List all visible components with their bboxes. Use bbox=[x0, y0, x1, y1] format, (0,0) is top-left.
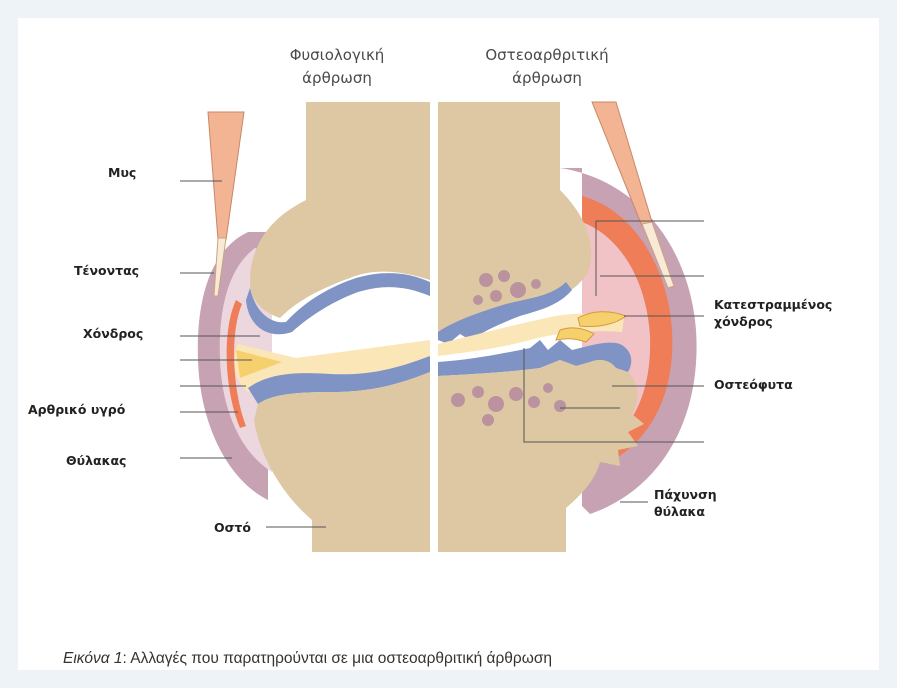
header-osteo-line2: άρθρωση bbox=[462, 67, 632, 90]
osteo-femur bbox=[438, 102, 591, 332]
label-thickened-capsule-line2: θύλακα bbox=[654, 503, 717, 520]
header-normal-line1: Φυσιολογική bbox=[262, 44, 412, 67]
label-damaged-cartilage: Κατεστραμμένος χόνδρος bbox=[714, 296, 832, 330]
normal-joint bbox=[198, 102, 430, 552]
header-osteo-line1: Οστεοαρθριτική bbox=[462, 44, 632, 67]
label-cartilage: Χόνδρος bbox=[83, 325, 143, 342]
label-synovial-fluid: Αρθρικό υγρό bbox=[28, 401, 125, 418]
label-thickened-capsule: Πάχυνση θύλακα bbox=[654, 486, 717, 520]
label-damaged-cartilage-line2: χόνδρος bbox=[714, 313, 832, 330]
osteo-tibia bbox=[438, 360, 644, 552]
header-normal: Φυσιολογική άρθρωση bbox=[262, 44, 412, 90]
label-bone: Οστό bbox=[214, 519, 251, 536]
center-divider bbox=[430, 96, 438, 556]
normal-tibia bbox=[254, 372, 430, 552]
figure-caption: Εικόνα 1: Αλλαγές που παρατηρούνται σε μ… bbox=[63, 650, 552, 668]
label-tendon: Τένοντας bbox=[74, 262, 139, 279]
header-normal-line2: άρθρωση bbox=[262, 67, 412, 90]
label-osteophytes: Οστεόφυτα bbox=[714, 376, 793, 393]
caption-text: : Αλλαγές που παρατηρούνται σε μια οστεο… bbox=[122, 650, 552, 667]
header-osteo: Οστεοαρθριτική άρθρωση bbox=[462, 44, 632, 90]
osteo-joint bbox=[438, 102, 697, 552]
caption-prefix: Εικόνα 1 bbox=[63, 650, 122, 667]
normal-muscle bbox=[208, 112, 244, 240]
label-damaged-cartilage-line1: Κατεστραμμένος bbox=[714, 296, 832, 313]
label-muscle: Μυς bbox=[108, 164, 136, 181]
label-thickened-capsule-line1: Πάχυνση bbox=[654, 486, 717, 503]
label-capsule: Θύλακας bbox=[66, 452, 126, 469]
